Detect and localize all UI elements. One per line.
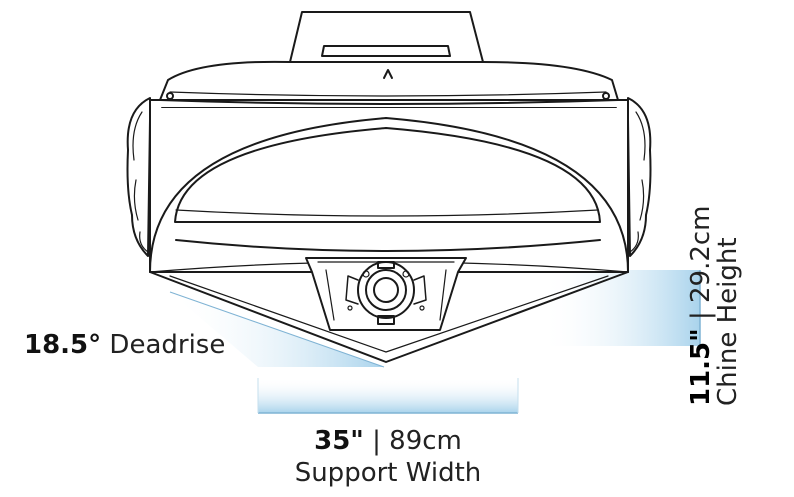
- support-width-imperial: 35": [314, 426, 364, 456]
- support-width-text: Support Width: [294, 458, 482, 488]
- deck: [159, 60, 619, 101]
- hull-keel: [149, 271, 629, 363]
- propeller: [345, 261, 427, 325]
- support-width-label: 35" | 89cm Support Width: [258, 428, 518, 486]
- chine-height-label: 11.5" | 29.2cm Chine Height: [686, 205, 744, 406]
- deadrise-label: 18.5° Deadrise: [24, 332, 225, 358]
- chine-height-text: Chine Height: [713, 237, 744, 406]
- support-width-bar: [257, 378, 519, 414]
- bow-panel: [174, 127, 601, 223]
- boat-outline: [126, 11, 652, 363]
- deadrise-text: Deadrise: [109, 330, 226, 360]
- deadrise-value: 18.5°: [24, 330, 102, 360]
- left-bumper: [126, 97, 151, 257]
- support-width-metric: 89cm: [389, 426, 462, 456]
- right-bumper: [627, 97, 652, 257]
- deadrise-wedge: [169, 291, 385, 368]
- windshield: [289, 11, 484, 63]
- support-width-separator: |: [372, 426, 381, 456]
- chine-height-imperial: 11.5": [686, 328, 716, 406]
- chine-height-metric: 29.2cm: [686, 205, 716, 303]
- chine-height-bar: [540, 270, 701, 346]
- chine-height-separator: |: [686, 311, 716, 321]
